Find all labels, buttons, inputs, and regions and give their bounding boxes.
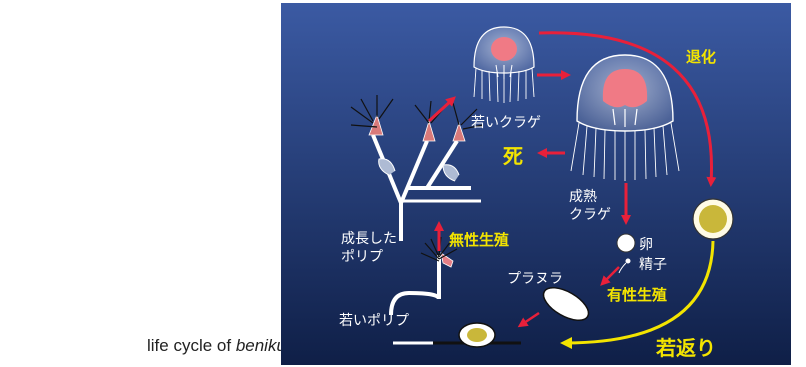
- label-young-polyp: 若いポリプ: [339, 313, 409, 329]
- arrow-planula-to-young-polyp: [517, 311, 540, 328]
- label-rejuvenation: 若返り: [655, 336, 716, 360]
- label-planula: プラヌラ: [507, 271, 563, 287]
- arrow-rejuvenation: [560, 240, 715, 349]
- caption-prefix: life cycle of: [147, 336, 236, 355]
- label-egg: 卵: [639, 237, 653, 253]
- arrow-colony-to-young-medusa: [427, 96, 456, 123]
- label-sperm: 精子: [639, 257, 667, 273]
- cyst-illustration: [692, 198, 734, 240]
- young-medusa-illustration: [473, 26, 535, 103]
- label-regression: 退化: [686, 48, 716, 66]
- diagram-background: [281, 3, 791, 365]
- mature-medusa-illustration: [570, 54, 680, 181]
- cycle-arrows-red: [427, 31, 717, 328]
- label-grown-polyp-1: 成長した: [341, 231, 397, 247]
- planula-illustration: [542, 286, 590, 322]
- sperm-illustration: [618, 258, 631, 274]
- label-mature-medusa-1: 成熟: [569, 189, 597, 205]
- arrow-gametes-to-planula: [600, 266, 620, 286]
- young-polyp-illustration: [389, 236, 521, 348]
- label-asexual-reproduction: 無性生殖: [449, 231, 509, 249]
- label-mature-medusa-2: クラゲ: [569, 207, 611, 223]
- label-grown-polyp-2: ポリプ: [341, 249, 383, 265]
- egg-illustration: [616, 233, 636, 253]
- arrow-regression-curve: [538, 31, 717, 187]
- label-death: 死: [503, 144, 523, 168]
- label-sexual-reproduction: 有性生殖: [607, 286, 667, 304]
- life-cycle-diagram: 若いクラゲ 成熟 クラゲ 退化 死 卵 精子 プラヌラ 有性生殖 若返り 若いポ…: [281, 3, 791, 365]
- label-young-medusa: 若いクラゲ: [471, 115, 541, 131]
- grown-polyp-illustration: [350, 95, 484, 241]
